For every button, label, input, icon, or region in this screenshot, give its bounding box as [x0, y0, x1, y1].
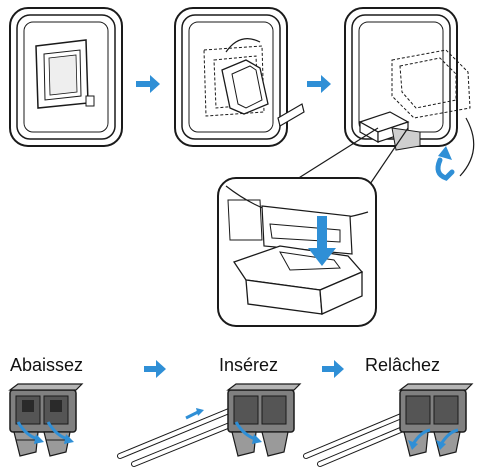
step-label-lower: Abaissez: [10, 355, 83, 375]
antenna-unfolding: [175, 8, 304, 146]
step-arrow-icon: [144, 360, 166, 378]
step-arrow-icon: [307, 75, 331, 93]
antenna-folded: [10, 8, 122, 146]
step-label-insert: Insérez: [219, 355, 278, 375]
step-arrow-icon: [136, 75, 160, 93]
step-arrow-icon: [322, 360, 344, 378]
step-label-release: Relâchez: [365, 355, 440, 375]
insert-arrow-icon: [186, 408, 204, 418]
zoom-detail-panel: [218, 178, 376, 326]
terminal-lower: [10, 384, 82, 456]
terminal-insert: [228, 384, 300, 456]
